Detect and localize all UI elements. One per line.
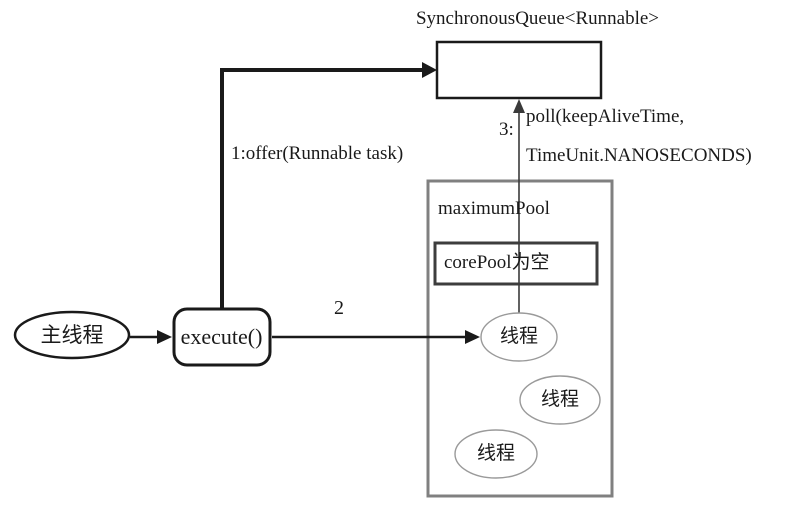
synchronous-queue-box xyxy=(435,40,603,100)
execute-label: execute() xyxy=(180,324,263,349)
execute-to-thread-arrow xyxy=(272,330,480,344)
offer-arrow xyxy=(220,62,437,308)
core-pool-label: corePool为空 xyxy=(444,252,550,273)
main-thread-ellipse xyxy=(13,310,131,360)
poll-label-line1: poll(keepAliveTime, xyxy=(526,106,685,127)
offer-label: 1:offer(Runnable task) xyxy=(231,143,404,164)
queue-title: SynchronousQueue<Runnable> xyxy=(415,8,660,29)
execute-box xyxy=(172,307,272,367)
thread3-ellipse xyxy=(454,429,538,479)
core-pool-box xyxy=(433,241,599,286)
main-to-execute-arrow xyxy=(130,330,172,344)
thread3-label: 线程 xyxy=(476,443,515,464)
step2-label: 2 xyxy=(334,297,344,319)
main-thread-label: 主线程 xyxy=(40,323,104,347)
maximum-pool-label: maximumPool xyxy=(438,198,550,219)
poll-arrow xyxy=(513,99,525,313)
thread1-ellipse xyxy=(480,312,558,362)
thread2-ellipse xyxy=(519,375,601,425)
step3-label: 3: xyxy=(499,119,514,140)
poll-label-line2: TimeUnit.NANOSECONDS) xyxy=(526,145,752,166)
thread2-label: 线程 xyxy=(540,389,579,410)
thread1-label: 线程 xyxy=(499,326,538,347)
